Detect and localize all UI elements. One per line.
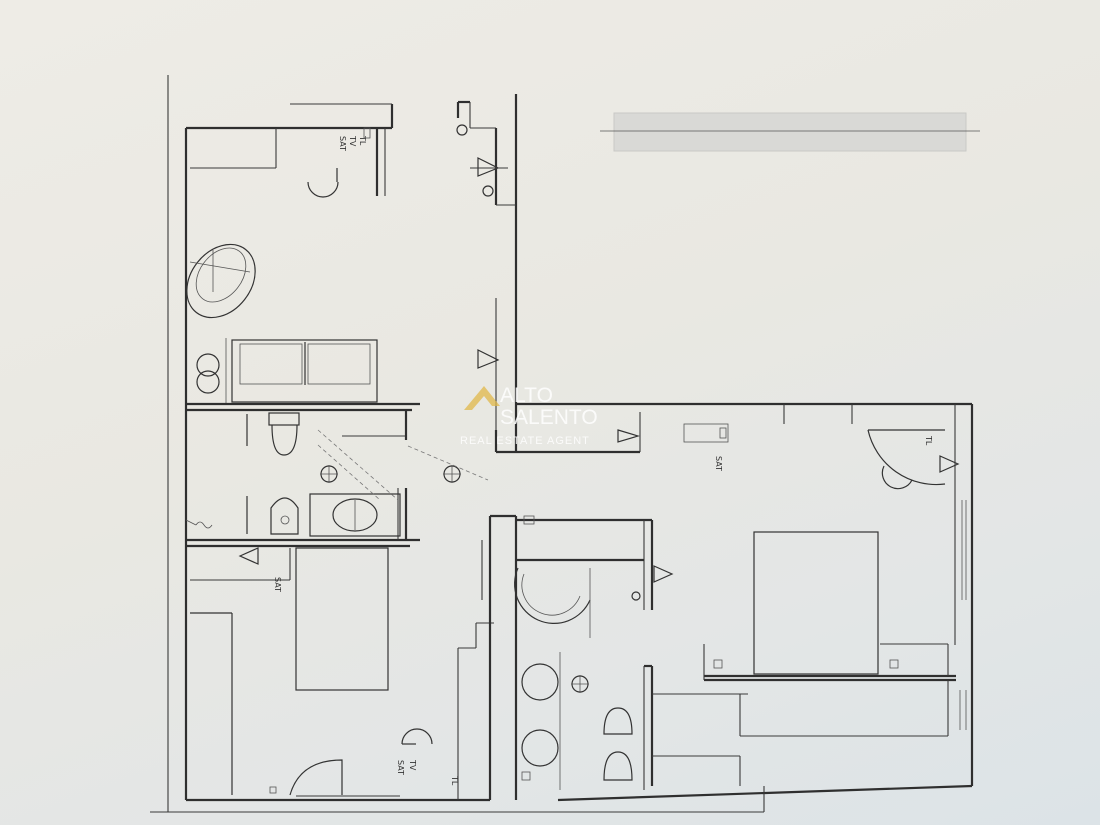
- left-living: SAT TV SAT TL: [150, 516, 560, 813]
- watermark-line3: REAL ESTATE AGENT: [460, 435, 590, 447]
- left-bedroom: [186, 168, 420, 412]
- tv-label-bottom: TV: [408, 759, 417, 771]
- right-bedroom: TL SAT: [617, 423, 967, 730]
- left-wing-walls: [167, 75, 394, 812]
- corridor-walls: [456, 94, 972, 454]
- alto-salento-watermark: ALTO SALENTO REAL ESTATE AGENT: [460, 384, 598, 447]
- tv-label-top: TV: [348, 135, 357, 147]
- right-wing-walls: [490, 404, 974, 813]
- sat-label-bottom: SAT: [396, 760, 405, 775]
- tl-label-top: TL: [358, 135, 367, 146]
- watermark-logo-icon: [464, 386, 500, 410]
- watermark-line2: SALENTO: [500, 406, 598, 429]
- watermark-line1: ALTO: [500, 384, 553, 407]
- left-bathroom: [185, 410, 420, 548]
- tl-label-right: TL: [924, 435, 933, 446]
- sat-label-lower: SAT: [273, 577, 282, 592]
- sat-label-right: SAT: [714, 456, 723, 471]
- tl-label-bottom: TL: [450, 775, 459, 786]
- redacted-title-block: [613, 112, 967, 152]
- right-bathroom: [514, 515, 949, 790]
- sat-label-top: SAT: [338, 136, 347, 151]
- corridor-fixtures: [407, 124, 508, 483]
- tv-sat-label-top: TL TV SAT: [338, 127, 371, 151]
